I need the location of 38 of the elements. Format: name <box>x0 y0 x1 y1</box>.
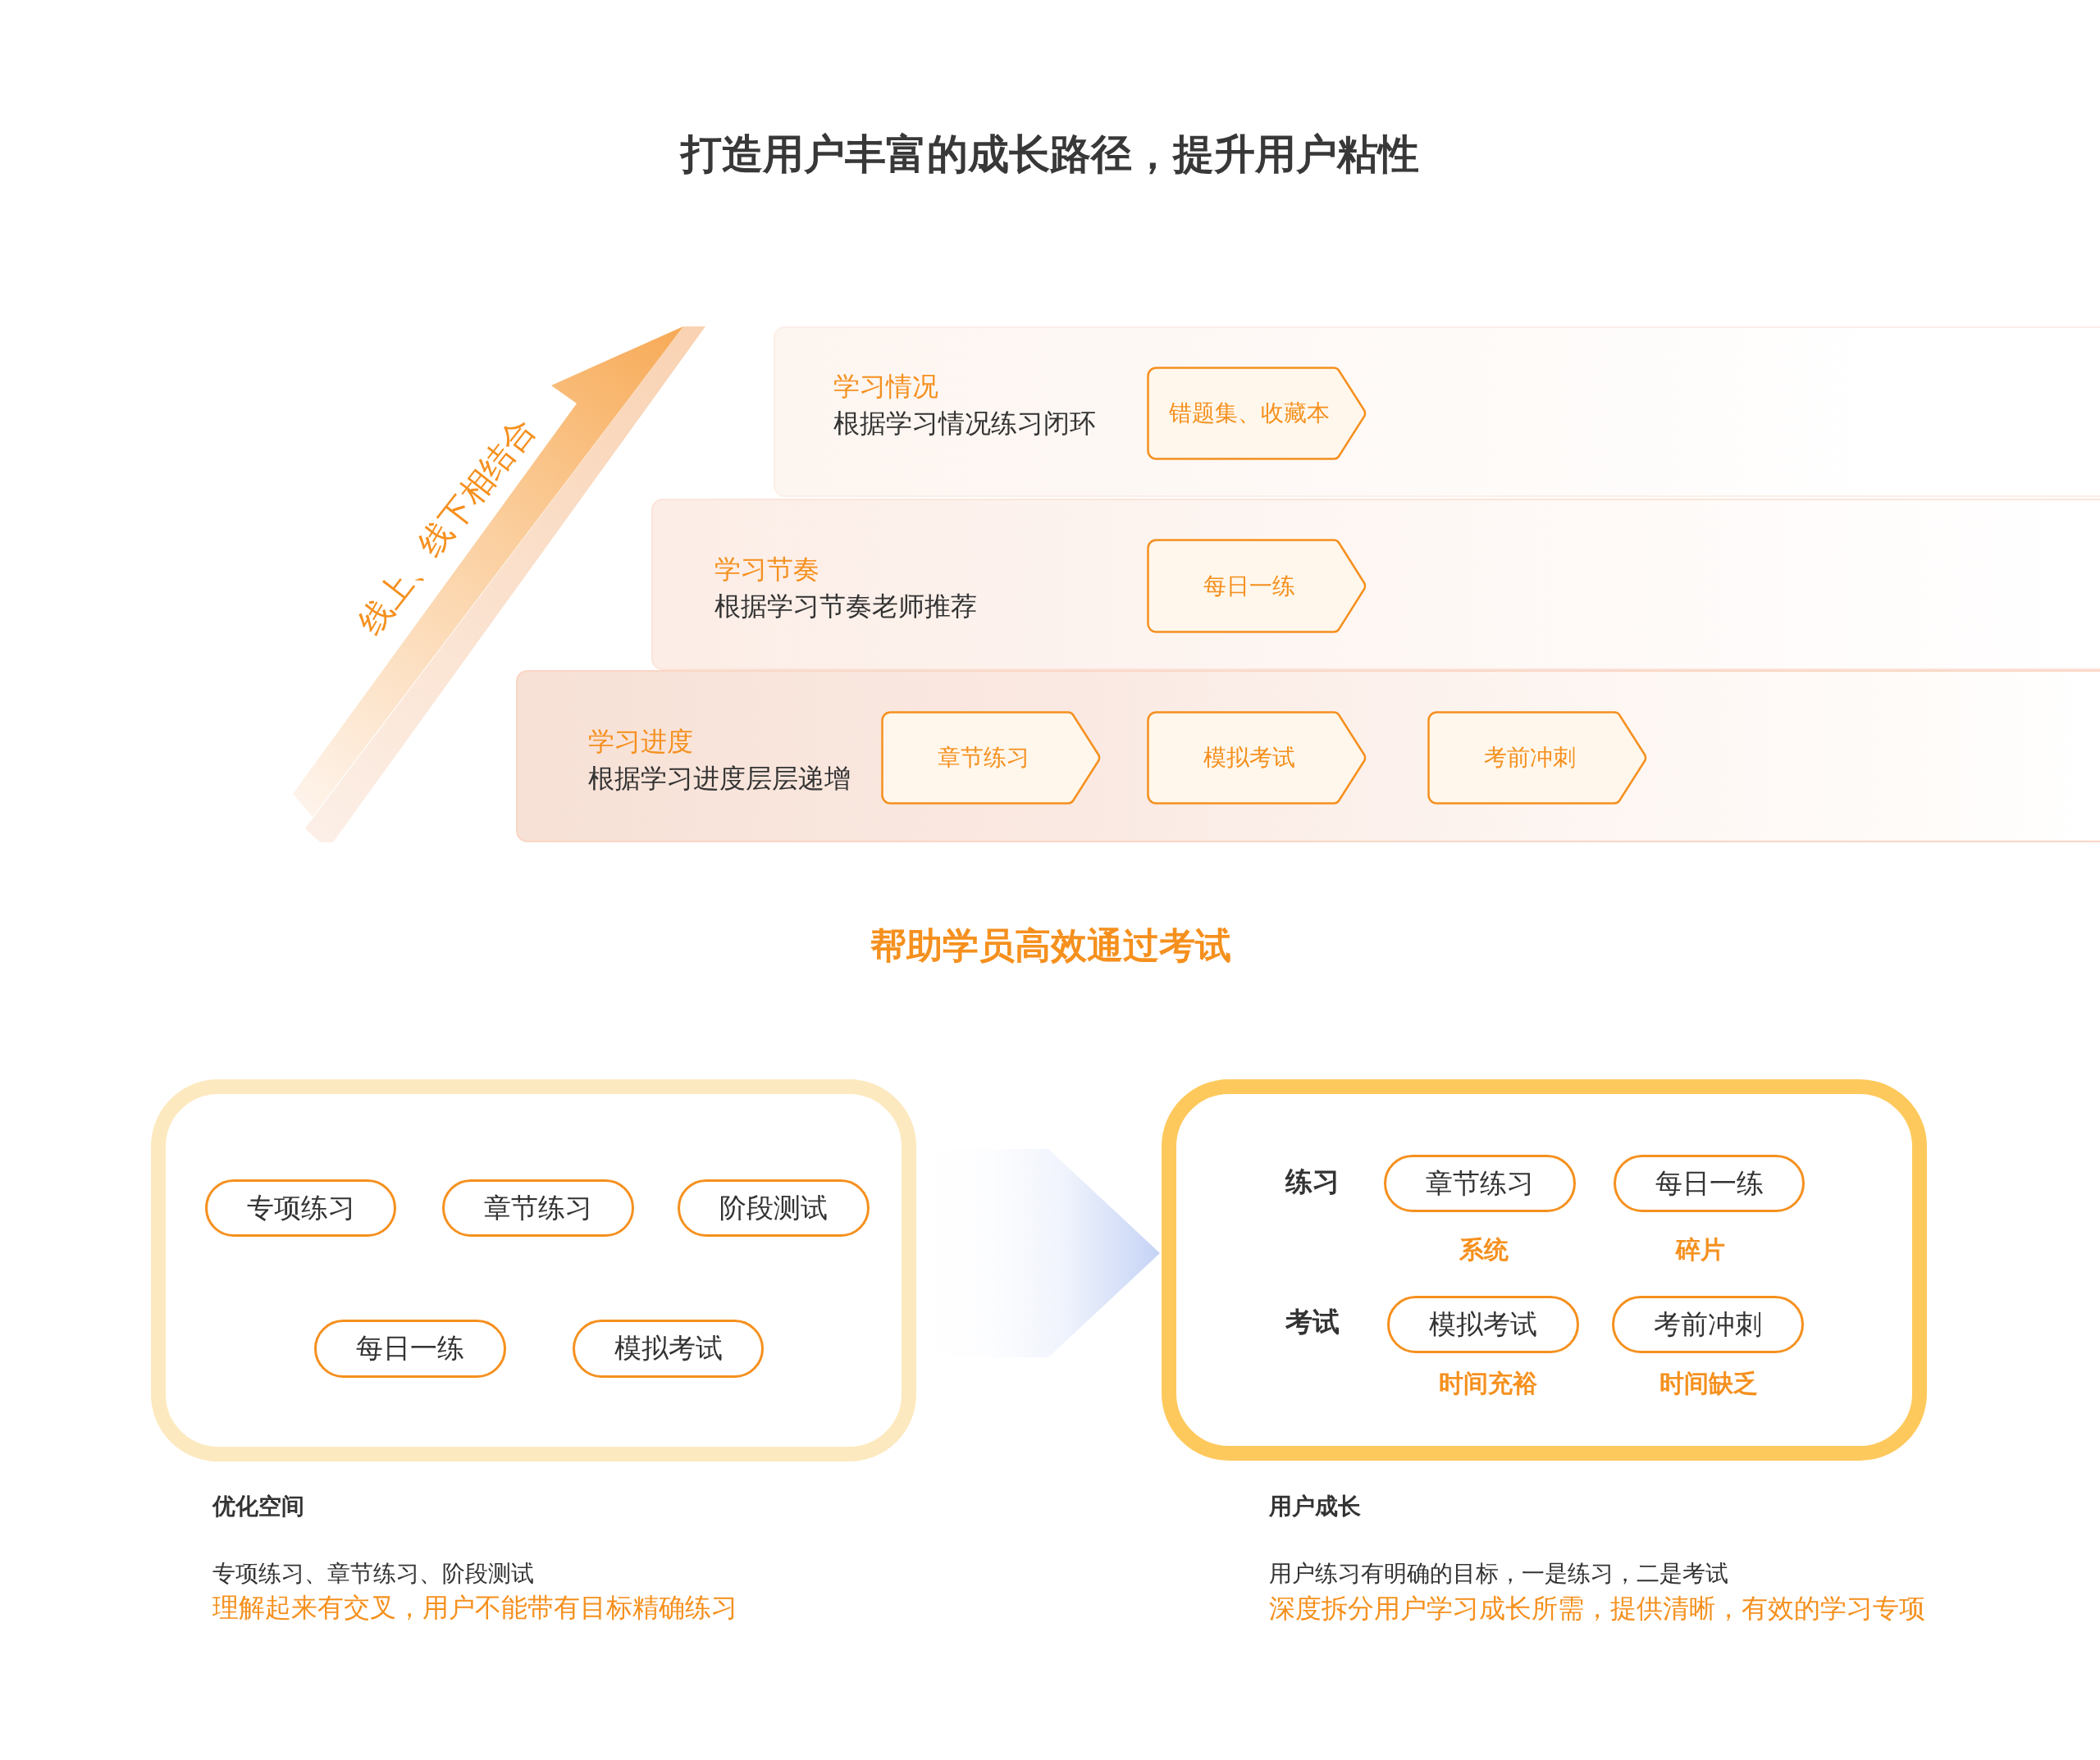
arrow-tag: 章节练习 <box>881 711 1101 805</box>
pill-tag: 考前冲刺 <box>1612 1296 1804 1353</box>
row-label: 考试 <box>1285 1305 1340 1339</box>
pill-tag: 专项练习 <box>205 1179 396 1237</box>
band-text: 根据学习进度层层递增 <box>588 762 851 795</box>
note-text: 用户练习有明确的目标，一是练习，二是考试 <box>1269 1558 1728 1588</box>
band-panel <box>774 326 2100 497</box>
pill-tag: 章节练习 <box>1384 1155 1576 1212</box>
pill-tag: 模拟考试 <box>573 1320 764 1378</box>
pill-tag: 阶段测试 <box>678 1179 870 1237</box>
note-text: 深度拆分用户学习成长所需，提供清晰，有效的学习专项 <box>1269 1592 1925 1625</box>
title: 打造用户丰富的成长路径，提升用户粘性 <box>681 129 1419 180</box>
arrow-tag: 模拟考试 <box>1147 711 1367 805</box>
pill-tag: 模拟考试 <box>1387 1296 1579 1353</box>
band-heading: 学习情况 <box>833 370 938 403</box>
arrow-tag: 每日一练 <box>1147 539 1367 633</box>
band-heading: 学习进度 <box>588 725 693 758</box>
panel-heading: 用户成长 <box>1269 1491 1361 1521</box>
band-panel <box>651 499 2100 670</box>
pill-caption: 时间缺乏 <box>1659 1368 1758 1399</box>
subtitle: 帮助学员高效通过考试 <box>870 923 1231 968</box>
pill-caption: 时间充裕 <box>1439 1368 1537 1399</box>
band-panel <box>516 670 2100 842</box>
pill-caption: 系统 <box>1459 1234 1509 1265</box>
band-heading: 学习节奏 <box>714 553 819 586</box>
arrow-tag: 错题集、收藏本 <box>1147 367 1367 460</box>
band-text: 根据学习节奏老师推荐 <box>714 590 977 622</box>
pill-tag: 每日一练 <box>314 1320 506 1378</box>
note-text: 理解起来有交叉，用户不能带有目标精确练习 <box>212 1591 737 1624</box>
band-text: 根据学习情况练习闭环 <box>833 407 1096 440</box>
panel-heading: 优化空间 <box>212 1491 304 1521</box>
arrow-tag: 考前冲刺 <box>1427 711 1647 805</box>
note-text: 专项练习、章节练习、阶段测试 <box>212 1558 534 1588</box>
pill-caption: 碎片 <box>1676 1234 1725 1265</box>
pill-tag: 章节练习 <box>442 1179 634 1237</box>
pill-tag: 每日一练 <box>1614 1155 1805 1212</box>
arrow-label: 线上、线下相结合 <box>349 409 543 642</box>
row-label: 练习 <box>1285 1165 1340 1199</box>
